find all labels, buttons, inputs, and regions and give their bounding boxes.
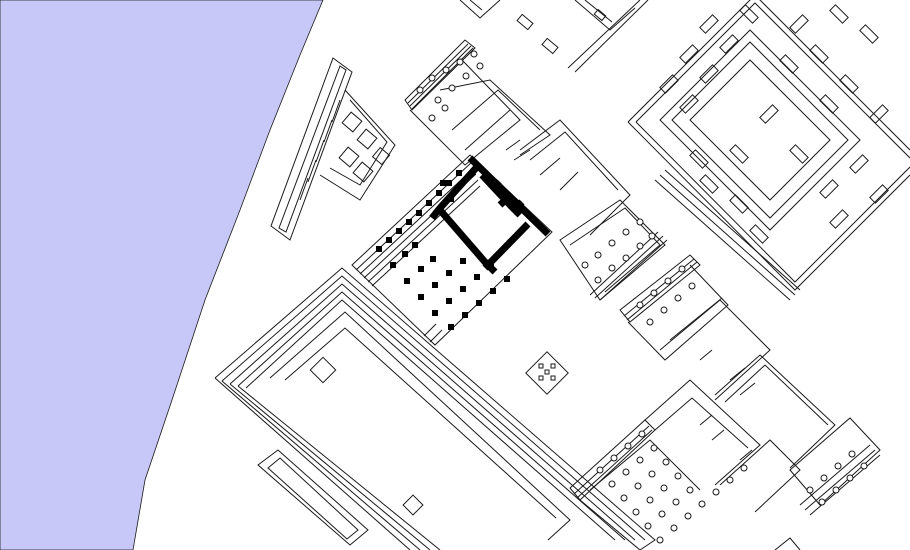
small-shrine: [525, 351, 569, 395]
northern-buildings: [459, 0, 649, 73]
western-storehouse: [270, 57, 396, 241]
square-enclosure: [627, 0, 910, 301]
temple-a: [404, 39, 668, 301]
temple-b: [619, 254, 881, 516]
highlighted-colonnade: [376, 170, 510, 330]
water-body: [0, 0, 324, 550]
highlighted-temple[interactable]: [351, 154, 553, 346]
temple-c: [569, 379, 801, 550]
corner-fragment: [774, 537, 801, 550]
enclosure-piers: [659, 4, 889, 244]
large-sanctuary: [214, 267, 656, 550]
